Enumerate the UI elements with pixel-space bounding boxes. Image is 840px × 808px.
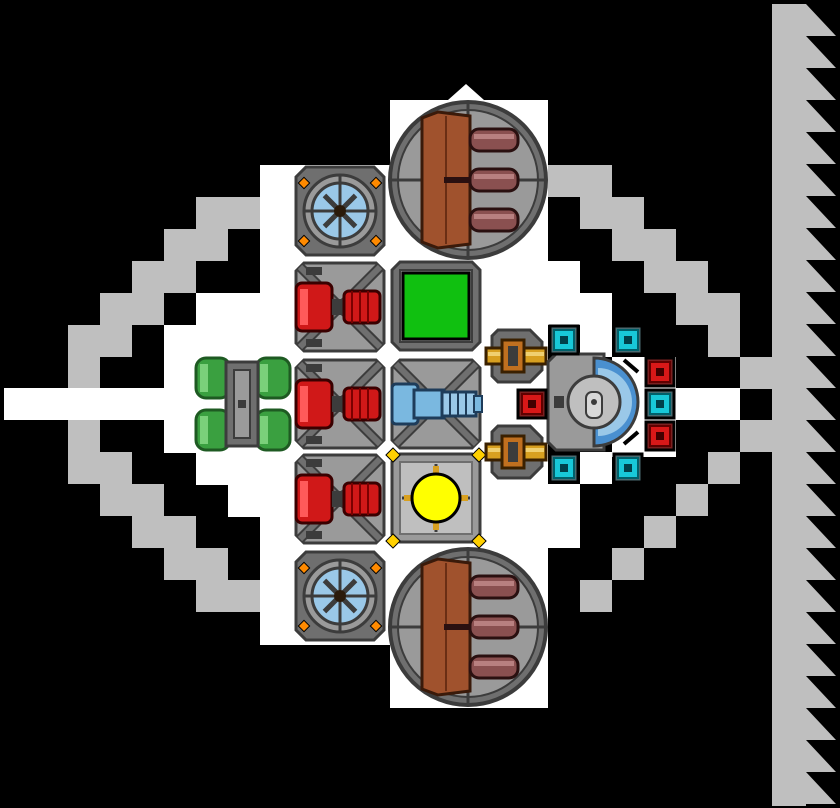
- cyan-armor-block-icon: [644, 388, 676, 420]
- autocannon-bottom[interactable]: [484, 424, 548, 480]
- cyan-armor-block-icon: [548, 324, 580, 356]
- cargo-bay-icon: [388, 547, 548, 707]
- armor-cyan-5[interactable]: [612, 452, 644, 484]
- gyroscope-icon: [294, 165, 386, 257]
- autocannon-icon: [484, 424, 548, 480]
- cargo-bay-top[interactable]: [388, 100, 548, 260]
- hull-outline: [68, 4, 836, 806]
- thruster-icon: [294, 358, 386, 450]
- thruster-3[interactable]: [294, 453, 386, 545]
- armor-red-1[interactable]: [644, 356, 676, 388]
- thruster-1[interactable]: [294, 261, 386, 353]
- armor-cyan-4[interactable]: [548, 452, 580, 484]
- cargo-bay-bottom[interactable]: [388, 547, 548, 707]
- gyroscope-icon: [294, 550, 386, 642]
- autocannon-top[interactable]: [484, 328, 548, 384]
- cannon-icon: [390, 358, 483, 450]
- armor-red-3[interactable]: [644, 420, 676, 452]
- autocannon-icon: [484, 328, 548, 384]
- thruster-icon: [294, 261, 386, 353]
- control-panel[interactable]: [390, 260, 482, 352]
- gyroscope-bottom[interactable]: [294, 550, 386, 642]
- red-armor-block-icon: [644, 356, 676, 388]
- cockpit[interactable]: [546, 352, 640, 452]
- fuel-tanks[interactable]: [194, 356, 292, 452]
- cargo-bay-icon: [388, 100, 548, 260]
- armor-cyan-1[interactable]: [548, 324, 580, 356]
- gyroscope-top[interactable]: [294, 165, 386, 257]
- armor-red-2[interactable]: [516, 388, 548, 420]
- control-panel-icon: [390, 260, 482, 352]
- reactor-core-icon: [385, 447, 487, 549]
- armor-cyan-3[interactable]: [644, 388, 676, 420]
- fuel-tank-icon: [194, 356, 292, 452]
- reactor-core[interactable]: [385, 447, 487, 549]
- thruster-icon: [294, 453, 386, 545]
- red-armor-block-icon: [644, 420, 676, 452]
- thruster-2[interactable]: [294, 358, 386, 450]
- cyan-armor-block-icon: [612, 452, 644, 484]
- cockpit-icon: [546, 352, 640, 452]
- main-cannon[interactable]: [390, 358, 483, 450]
- cyan-armor-block-icon: [548, 452, 580, 484]
- armor-blocks: [516, 324, 676, 484]
- cyan-armor-block-icon: [612, 324, 644, 356]
- armor-cyan-2[interactable]: [612, 324, 644, 356]
- red-armor-block-icon: [516, 388, 548, 420]
